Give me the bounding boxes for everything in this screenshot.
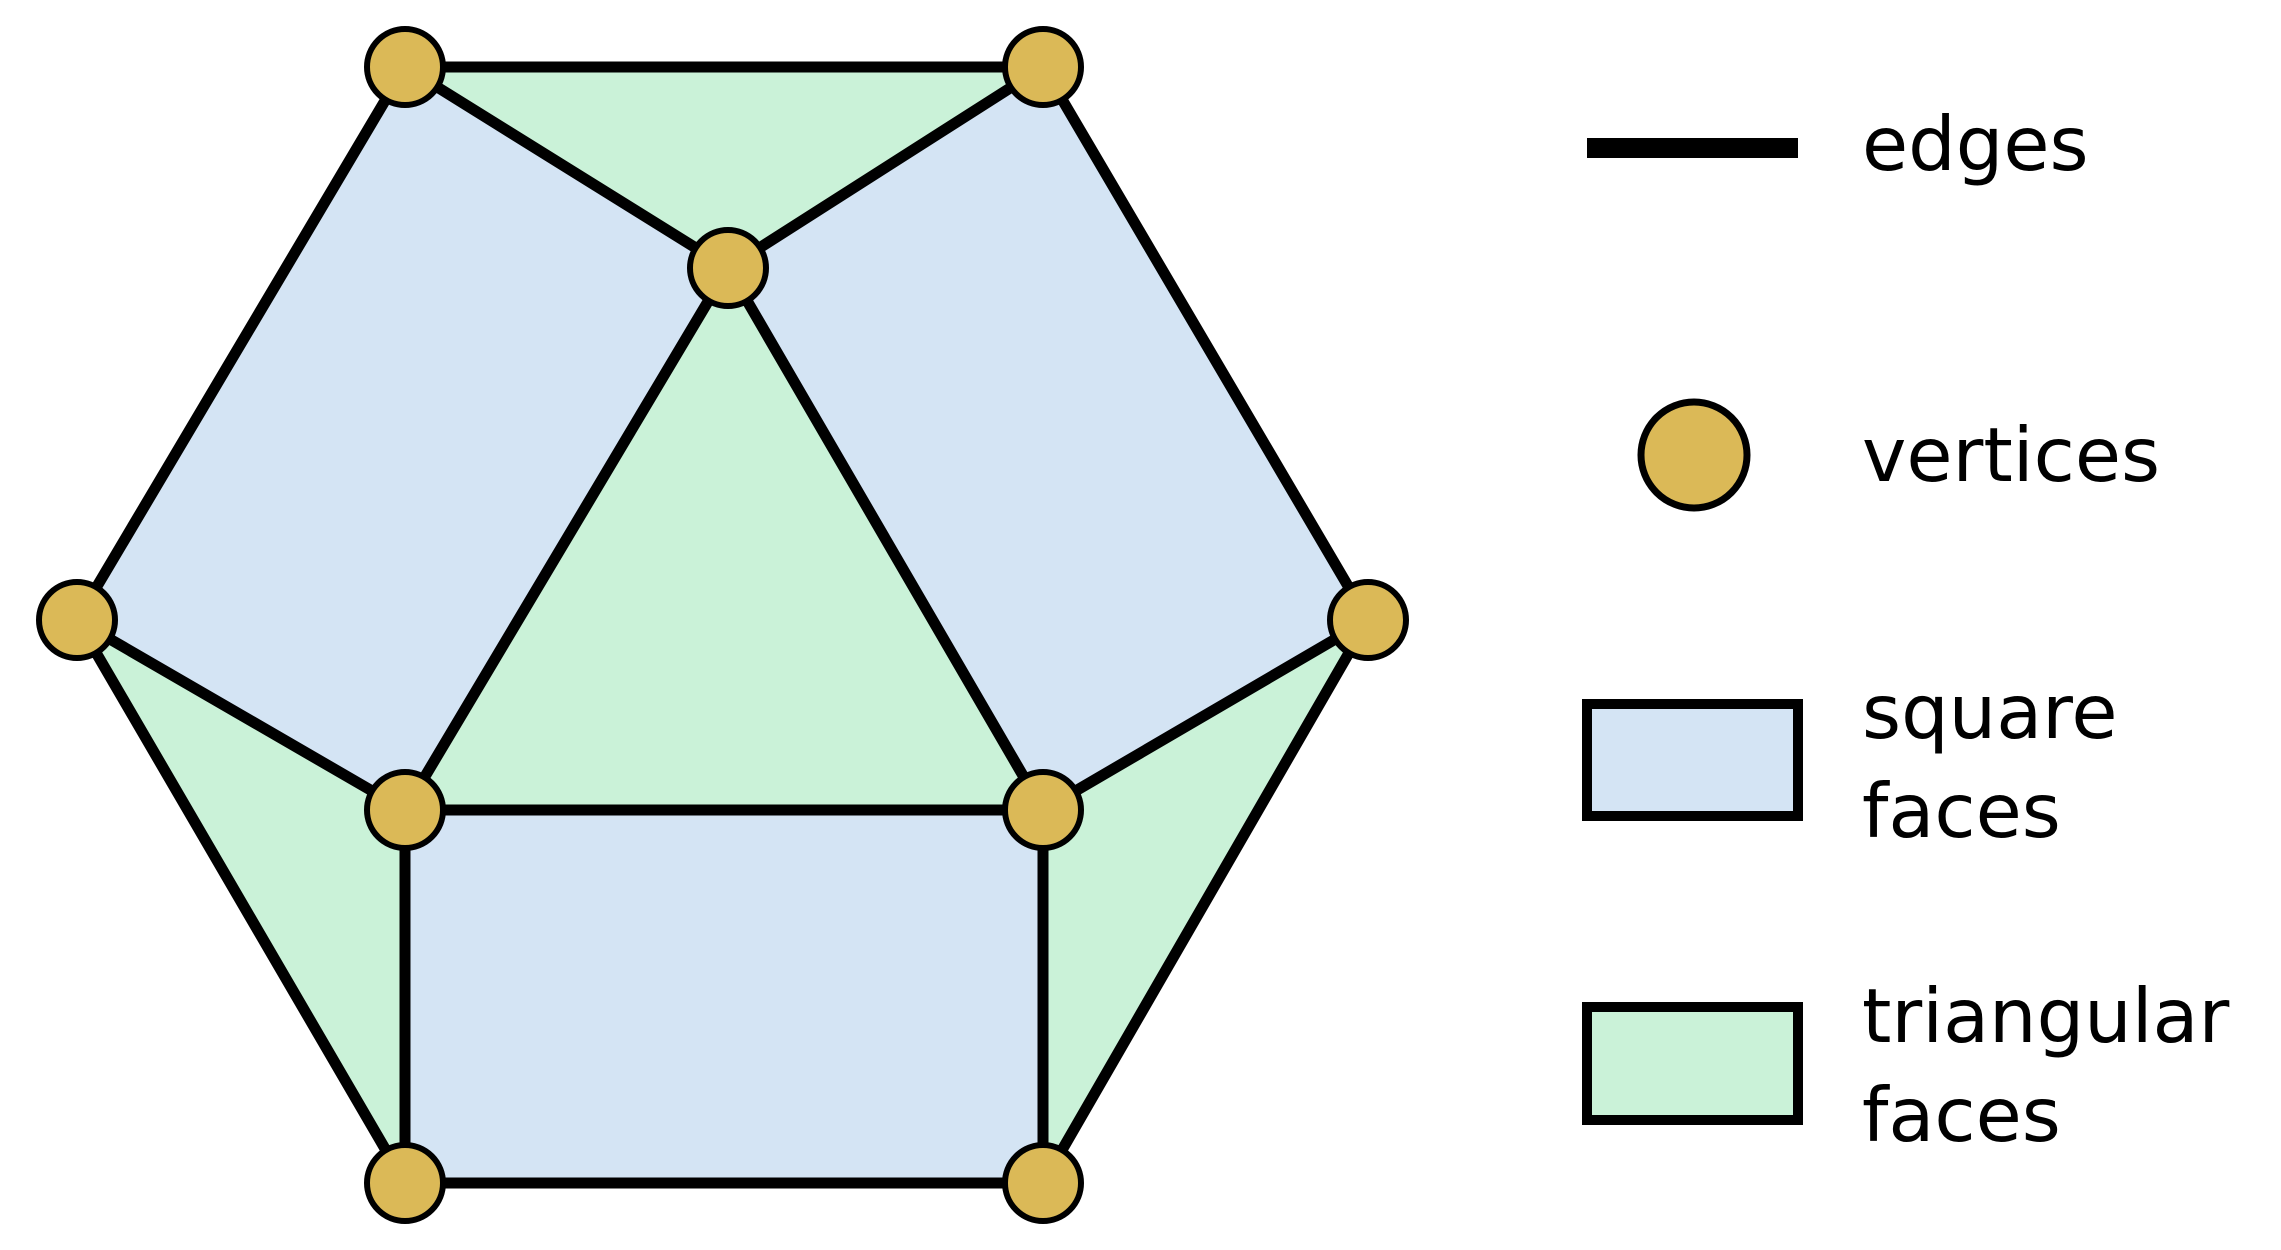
edge (722, 61, 1049, 274)
vertex (364, 769, 446, 851)
legend-triangular-face-swatch (1582, 1002, 1803, 1125)
vertex (364, 26, 446, 108)
legend-item-edges: edges (1587, 100, 2089, 188)
vertex (1327, 579, 1409, 661)
edge (399, 61, 734, 274)
vertices (36, 26, 1409, 1224)
triangular-face-top (405, 67, 1043, 268)
legend-label-triangular-faces-line2: faces (1862, 1071, 2061, 1159)
square-face-upper-right (728, 67, 1368, 810)
legend-item-triangular-faces: triangular faces (1582, 972, 2230, 1159)
vertex (364, 1142, 446, 1224)
legend-label-square-faces-line2: faces (1862, 767, 2061, 855)
legend-label-vertices: vertices (1862, 411, 2160, 499)
edge (1037, 614, 1374, 816)
edge (722, 262, 1049, 816)
edges (71, 61, 1374, 1189)
legend-label-edges: edges (1862, 100, 2089, 188)
legend-label-triangular-faces-line1: triangular (1862, 972, 2230, 1060)
edge (1037, 614, 1374, 1189)
vertex (1002, 1142, 1084, 1224)
vertex (1002, 26, 1084, 108)
legend: edges vertices square faces triangular f… (1582, 100, 2230, 1159)
edge (71, 614, 411, 816)
legend-label-square-faces-line1: square (1862, 668, 2118, 756)
square-face-upper-left (77, 67, 728, 810)
edge (71, 614, 411, 1189)
edge (399, 262, 734, 816)
edge (71, 61, 411, 626)
edge (1037, 61, 1374, 626)
vertex (687, 227, 769, 309)
legend-item-square-faces: square faces (1582, 668, 2118, 855)
legend-item-vertices: vertices (1637, 398, 2160, 512)
square-face-bottom (405, 810, 1043, 1183)
vertex (36, 579, 118, 661)
legend-vertex-swatch (1637, 398, 1751, 512)
vertex (1002, 769, 1084, 851)
triangular-face-center (405, 268, 1043, 810)
legend-square-face-swatch (1582, 699, 1803, 821)
